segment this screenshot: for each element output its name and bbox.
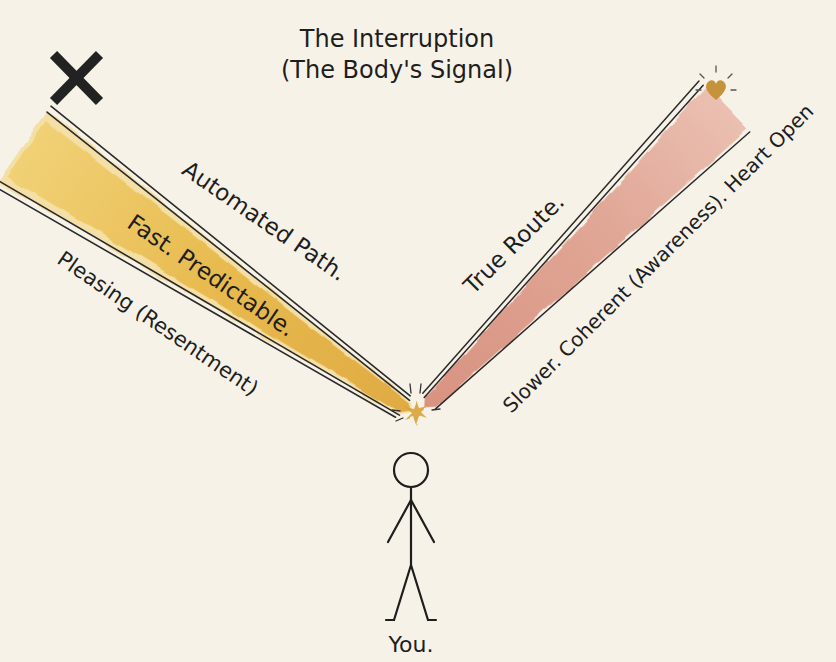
band-edge-line [0,154,399,442]
band-fill [404,86,749,429]
band-wash [0,110,438,449]
band-fill [7,121,430,440]
dead-end-x [57,58,96,98]
path-label: True Route. [458,188,569,299]
path-band: Automated Path.Fast. Predictable.Pleasin… [0,50,481,511]
band-edge-line [31,106,431,396]
path-label: Slower. Coherent (Awareness). Heart Open [498,99,818,417]
signal-burst [392,384,440,425]
band-edge-line [435,114,749,426]
band-edge-line [28,112,428,400]
path-band: True Route.Slower. Coherent (Awareness).… [332,14,820,501]
heart-symbol [696,66,736,100]
stick-figure [386,453,436,620]
path-label: Pleasing (Resentment) [53,247,263,401]
true-band [398,80,751,431]
diagram-title: The Interruption (The Body's Signal) [280,24,514,86]
figure-label: You. [389,631,434,660]
band-edge-line [0,157,395,447]
automated-band [0,106,440,454]
